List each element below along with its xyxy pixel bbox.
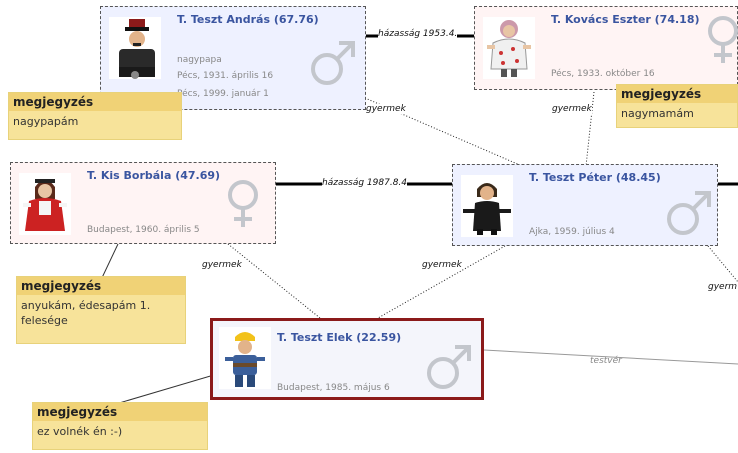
male-symbol-icon <box>307 37 359 89</box>
person-birth: Budapest, 1985. május 6 <box>277 383 390 393</box>
female-symbol-icon <box>217 177 269 229</box>
male-symbol-icon <box>663 187 715 239</box>
person-card-eszter[interactable]: T. Kovács Eszter (74.18) Pécs, 1933. okt… <box>474 6 738 90</box>
note-body: anyukám, édesapám 1. felesége <box>21 299 151 327</box>
avatar-mother <box>19 173 71 235</box>
person-name: T. Teszt Péter (48.45) <box>529 171 661 184</box>
person-card-borbala[interactable]: T. Kis Borbála (47.69) Budapest, 1960. á… <box>10 162 276 244</box>
avatar-grandmother <box>483 17 535 79</box>
child-label-right: gyerm <box>708 282 738 292</box>
person-birth: Pécs, 1931. április 16 <box>177 71 274 81</box>
child-line-peter-right <box>707 245 738 283</box>
note-title: megjegyzés <box>17 277 185 295</box>
note-elek[interactable]: megjegyzés ez volnék én :-) <box>32 402 208 450</box>
note-andras[interactable]: megjegyzés nagypapám <box>8 92 182 140</box>
person-card-peter[interactable]: T. Teszt Péter (48.45) Ajka, 1959. júliu… <box>452 164 718 246</box>
person-name: T. Teszt András (67.76) <box>177 13 319 26</box>
avatar-father <box>461 175 513 237</box>
person-name: T. Kovács Eszter (74.18) <box>551 13 700 26</box>
female-symbol-icon <box>697 13 738 65</box>
note-title: megjegyzés <box>9 93 181 111</box>
sibling-label: testvér <box>590 356 622 366</box>
note-body: nagymamám <box>621 107 694 120</box>
note-eszter[interactable]: megjegyzés nagymamám <box>616 84 738 128</box>
child-line-eszter-peter <box>585 91 595 167</box>
child-label-borbala: gyermek <box>202 260 242 270</box>
marriage-label-top: házasság 1953.4. <box>378 29 458 39</box>
male-symbol-icon <box>423 341 475 393</box>
person-birth: Pécs, 1933. október 16 <box>551 69 655 79</box>
note-body: nagypapám <box>13 115 79 128</box>
person-death: Pécs, 1999. január 1 <box>177 89 269 99</box>
avatar-self <box>219 327 271 389</box>
child-label-peter: gyermek <box>422 260 462 270</box>
person-birth: Budapest, 1960. április 5 <box>87 225 200 235</box>
person-card-elek[interactable]: T. Teszt Elek (22.59) Budapest, 1985. má… <box>210 318 484 400</box>
note-borbala[interactable]: megjegyzés anyukám, édesapám 1. felesége <box>16 276 186 344</box>
marriage-label-mid: házasság 1987.8.4 <box>322 178 408 188</box>
note-body: ez volnék én :-) <box>37 425 123 438</box>
avatar-grandfather <box>109 17 161 79</box>
note-line-borbala <box>99 243 119 283</box>
person-birth: Ajka, 1959. július 4 <box>529 227 615 237</box>
person-nickname: nagypapa <box>177 55 222 65</box>
note-title: megjegyzés <box>617 85 737 103</box>
child-label-eszter: gyermek <box>552 104 592 114</box>
note-title: megjegyzés <box>33 403 207 421</box>
person-name: T. Kis Borbála (47.69) <box>87 169 221 182</box>
child-label-andras: gyermek <box>366 104 406 114</box>
sibling-line <box>483 349 738 365</box>
person-name: T. Teszt Elek (22.59) <box>277 331 402 344</box>
child-line-borbala-elek <box>227 243 321 319</box>
child-line-peter-elek <box>377 245 506 319</box>
